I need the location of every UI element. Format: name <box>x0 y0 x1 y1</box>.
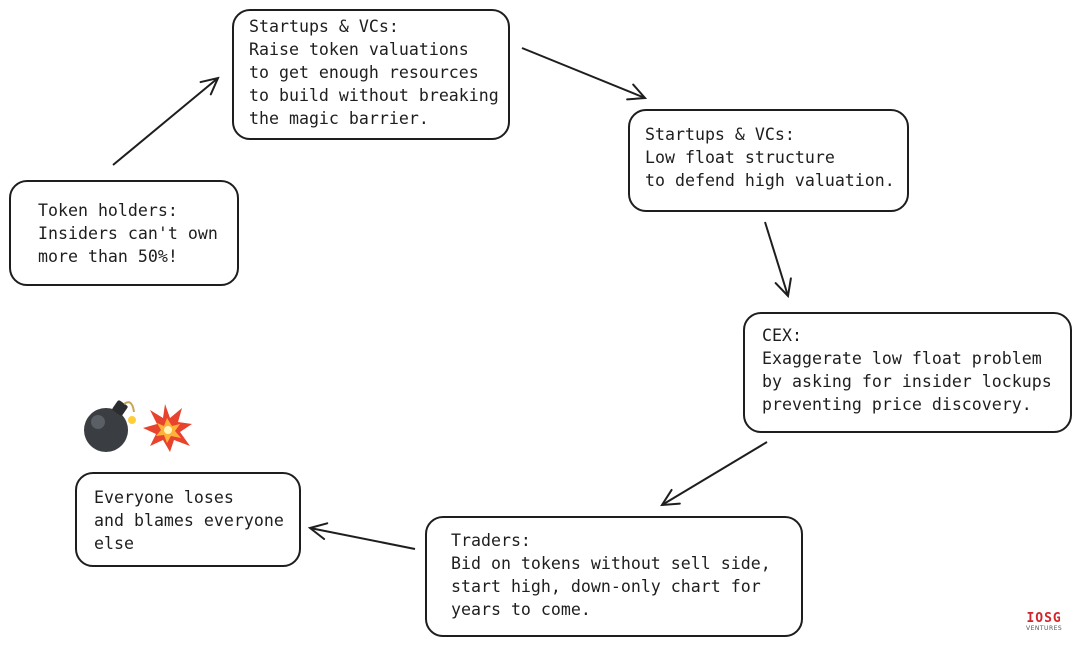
node-text: Startups & VCs: <box>645 125 795 144</box>
explosion-icon <box>143 404 192 452</box>
node-text: and blames everyone <box>94 511 284 530</box>
node-text: years to come. <box>451 600 591 619</box>
node-text: else <box>94 534 134 553</box>
node-traders: Traders: Bid on tokens without sell side… <box>425 516 803 637</box>
node-text: Insiders can't own <box>38 224 218 243</box>
node-startups-low-float: Startups & VCs: Low float structure to d… <box>628 109 909 212</box>
node-text: by asking for insider lockups <box>762 372 1052 391</box>
node-cex: CEX: Exaggerate low float problem by ask… <box>743 312 1072 433</box>
node-text: CEX: <box>762 326 802 345</box>
node-everyone-loses: Everyone loses and blames everyone else <box>75 472 301 567</box>
node-text: Startups & VCs: <box>249 17 399 36</box>
node-text: more than 50%! <box>38 247 178 266</box>
node-text: Exaggerate low float problem <box>762 349 1042 368</box>
node-text: preventing price discovery. <box>762 395 1032 414</box>
node-text: Token holders: <box>38 201 178 220</box>
node-startups-raise: Startups & VCs: Raise token valuations t… <box>232 9 510 140</box>
node-text: Low float structure <box>645 148 835 167</box>
arrow-raise-to-lowfloat <box>521 47 645 98</box>
node-token-holders: Token holders: Insiders can't own more t… <box>9 180 239 286</box>
node-text: start high, down-only chart for <box>451 577 761 596</box>
arrow-lowfloat-to-cex <box>764 221 788 296</box>
logo-sub: VENTURES <box>1026 625 1063 632</box>
node-text: to get enough resources <box>249 63 479 82</box>
iosg-ventures-logo: IOSG VENTURES <box>1026 612 1062 632</box>
arrow-token-to-raise <box>112 78 218 166</box>
node-text: Bid on tokens without sell side, <box>451 554 771 573</box>
node-text: the magic barrier. <box>249 109 429 128</box>
node-text: Raise token valuations <box>249 40 469 59</box>
node-text: to build without breaking <box>249 86 499 105</box>
bomb-icon <box>84 400 136 452</box>
node-text: to defend high valuation. <box>645 171 895 190</box>
arrow-traders-to-everyone <box>310 528 416 550</box>
node-text: Traders: <box>451 531 531 550</box>
arrow-cex-to-traders <box>662 441 768 505</box>
node-text: Everyone loses <box>94 488 234 507</box>
logo-name: IOSG <box>1026 611 1062 626</box>
